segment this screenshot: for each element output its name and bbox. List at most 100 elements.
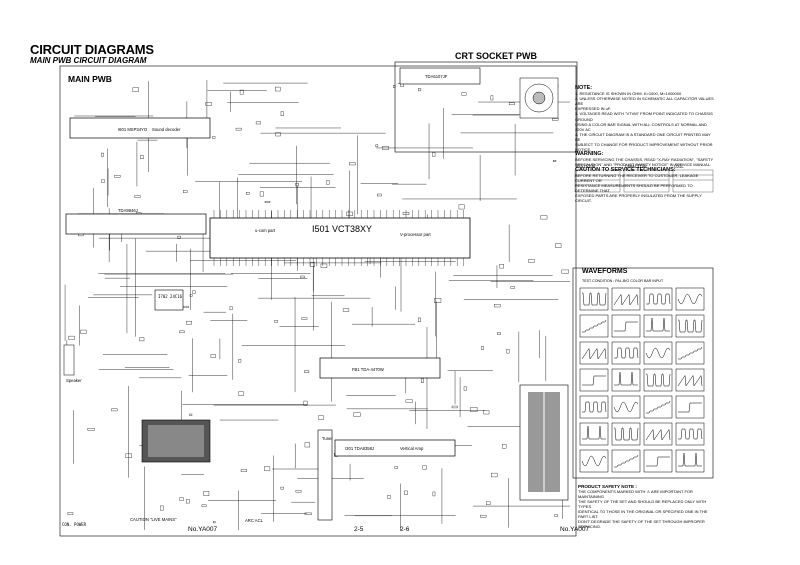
caution-live-label: CAUTION "LIVE MAINS" (130, 517, 177, 522)
note-line: EXPRESSED IN uF. (575, 106, 612, 112)
safety-note: PRODUCT SAFETY NOTE : THE COMPONENTS MAR… (578, 484, 718, 529)
eeprom-label: I702 24C16 (158, 294, 183, 299)
component (310, 262, 315, 267)
component (418, 88, 422, 92)
component (179, 497, 184, 501)
component-tables (574, 169, 714, 193)
component (139, 337, 145, 342)
component (375, 144, 379, 148)
capacitor-table-label: CAPACITOR (625, 164, 647, 169)
component (353, 412, 361, 417)
component (508, 102, 515, 106)
note-line: USING A COLOR BAR SIGNAL WITH ALL CONTRO… (575, 121, 707, 132)
waveform-cell (611, 368, 641, 392)
component (213, 521, 216, 524)
waveform-cell (579, 368, 609, 392)
warning-heading: WARNING: (575, 151, 604, 158)
vertical-amp-id: I301 TDA8358J (345, 446, 374, 451)
waveform-trace (678, 428, 703, 440)
waveform-trace (646, 293, 671, 305)
coil-table-label: COIL (674, 164, 684, 169)
component (540, 215, 548, 220)
component (275, 86, 281, 92)
sound-decoder-block: I601 MSP34YO Sound decoder (69, 117, 211, 139)
waveform-trace (614, 454, 639, 468)
main-pwb-label: MAIN PWB (68, 74, 112, 84)
waveform-cell (675, 287, 705, 311)
crt-socket (519, 77, 559, 119)
safety-line: IDENTICAL TO THOSE IN THE ORIGINAL OR SP… (578, 509, 708, 519)
component (458, 204, 465, 210)
component (303, 400, 308, 406)
crt-socket-pwb-label: CRT SOCKET PWB (455, 51, 537, 61)
caution-line: RESISTANCE MEASUREMENTS SHOULD BE PERFOR… (575, 182, 693, 193)
component (528, 259, 535, 263)
waveform-trace (614, 427, 639, 441)
component (210, 354, 216, 358)
main-ic-left-label: u-com part (255, 228, 276, 233)
waveform-trace (645, 428, 671, 441)
component (239, 89, 244, 95)
caution-line: BEFORE RETURNING THE RECEIVER TO CUSTOME… (575, 172, 699, 183)
component (377, 193, 382, 197)
footer-doc-left: No.YA007 (188, 526, 218, 533)
waveforms-title: WAVEFORMS (582, 268, 628, 275)
caution-line: EXPOSED PARTS ARE PROPERLY INSULATED FRO… (575, 192, 702, 204)
component (490, 95, 494, 101)
component (264, 466, 271, 471)
component (189, 294, 193, 297)
waveform-trace (614, 321, 638, 332)
footer-page-right: 2-6 (400, 526, 410, 533)
waveform-trace (678, 402, 702, 413)
component (238, 391, 244, 396)
waveform-trace (677, 374, 703, 387)
note-line: 1. RESISTANCE IS SHOWN IN OHM. K=1000, M… (575, 91, 682, 97)
waveform-cell (675, 314, 705, 338)
component (421, 378, 424, 383)
waveforms-subtitle: TEST CONDITION : PAL-B/G COLOR BAR INPUT (582, 279, 664, 283)
component (451, 405, 458, 409)
safety-heading: PRODUCT SAFETY NOTE : (578, 484, 637, 489)
waveform-trace (678, 346, 703, 360)
crt-driver-block: TDA6107JF (399, 67, 481, 85)
notes-section: NOTE: 1. RESISTANCE IS SHOWN IN OHM. K=1… (575, 85, 715, 204)
component (280, 486, 284, 490)
component (555, 243, 562, 248)
vertical-amp-block: I301 TDA8358J Vertical Amp (334, 439, 456, 457)
component (481, 346, 484, 350)
footer-page-left: 2-5 (354, 526, 364, 533)
component (245, 192, 250, 195)
page-title: CIRCUIT DIAGRAMS (30, 42, 154, 57)
component (553, 160, 557, 162)
main-pwb-border (59, 65, 577, 537)
flyback-block (519, 384, 569, 501)
waveform-trace (582, 375, 606, 386)
resistor-table-label: RESISTOR (576, 164, 596, 169)
component (159, 505, 164, 511)
component (186, 320, 192, 325)
tuner-block: Tuner (317, 429, 333, 521)
component (470, 407, 478, 412)
component (320, 263, 328, 268)
component (238, 359, 242, 363)
tuner-label: Tuner (322, 436, 333, 441)
waveform-cell (643, 341, 673, 365)
component (326, 180, 330, 185)
component (101, 152, 104, 157)
waveform-trace (678, 319, 703, 333)
tda-if-label: TDA9846J (118, 208, 138, 213)
waveform-trace (646, 456, 670, 467)
waveform-trace (582, 292, 607, 306)
component (304, 370, 310, 373)
component (304, 442, 310, 448)
waveform-cell (611, 395, 641, 419)
note-line: 3. VOLTAGES READ WITH "VTVM" FROM POINT … (575, 111, 713, 122)
component (192, 290, 196, 294)
waveform-trace (613, 401, 639, 413)
waveform-cell (579, 395, 609, 419)
waveform-cell (643, 368, 673, 392)
component (255, 121, 261, 125)
power-transformer-block (141, 419, 211, 463)
waveform-cell (579, 449, 609, 473)
component (422, 465, 427, 470)
